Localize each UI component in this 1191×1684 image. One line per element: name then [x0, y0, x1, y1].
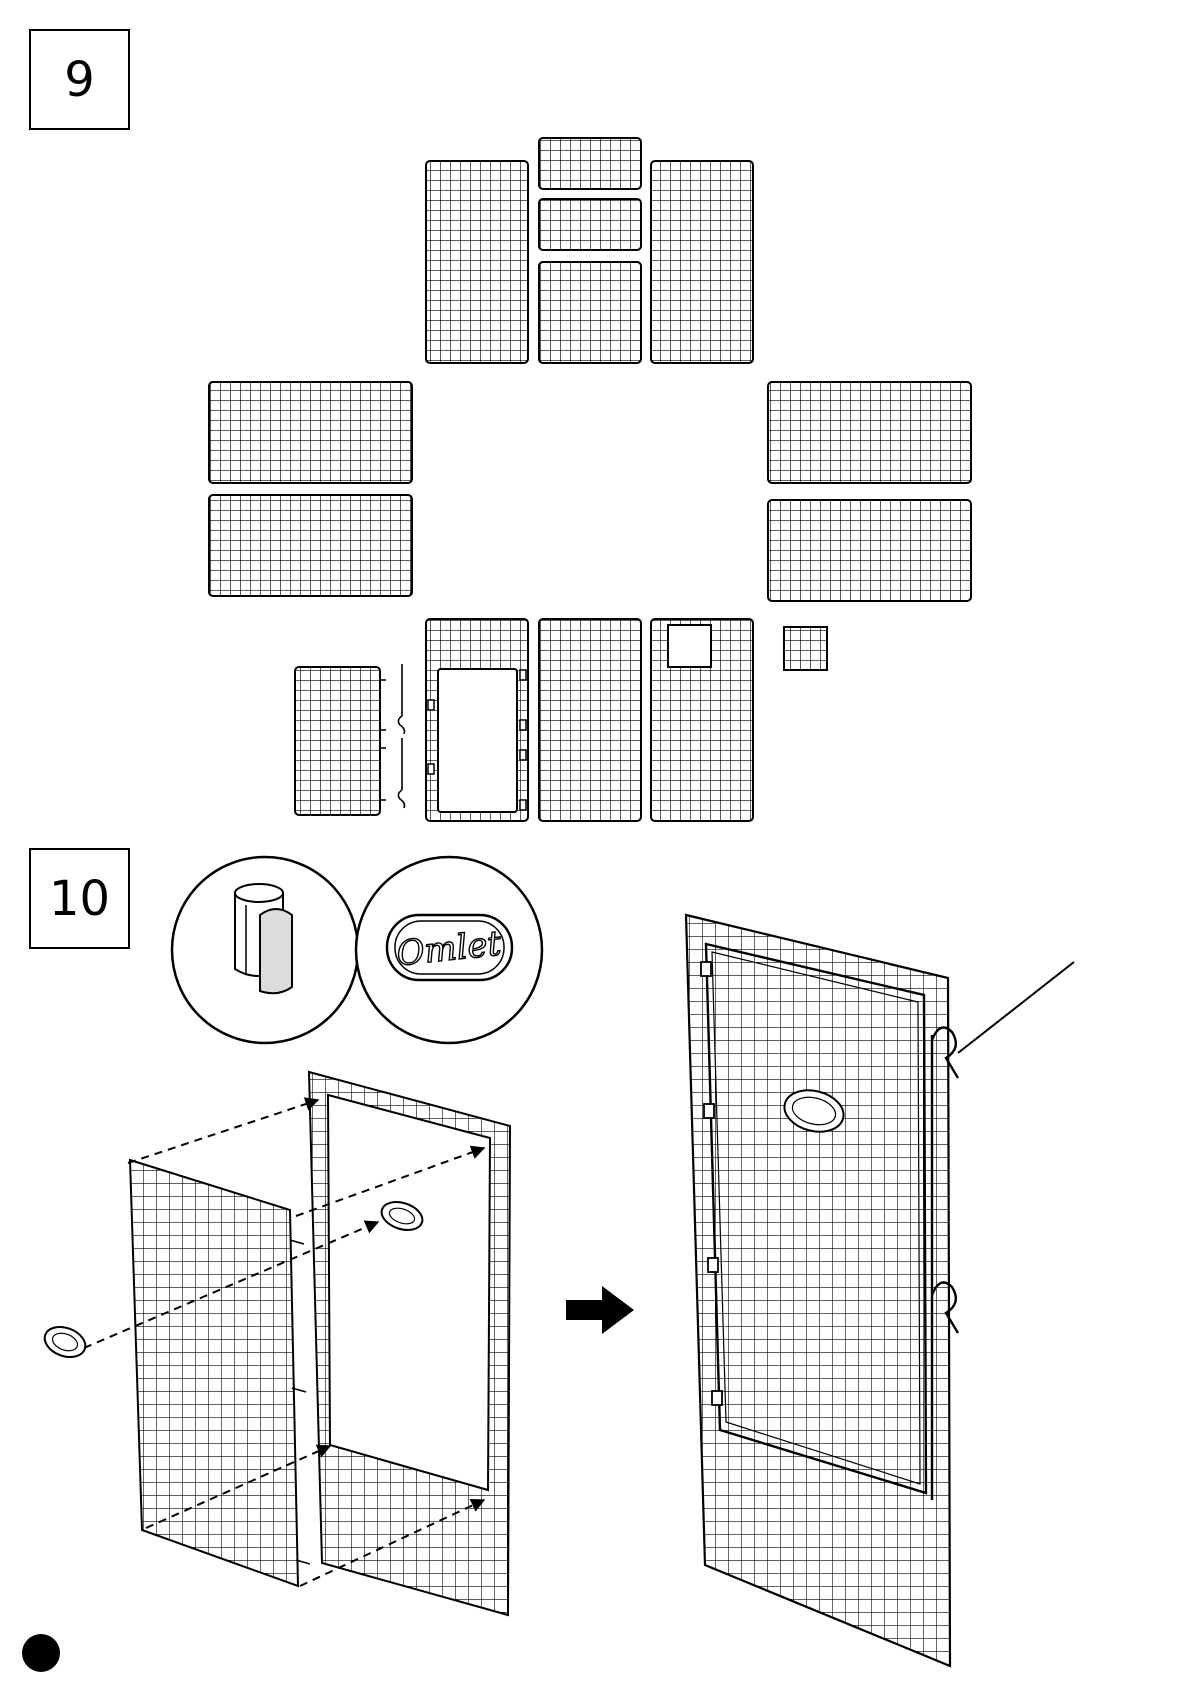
mesh-panel-left-lower	[209, 495, 412, 596]
assembled-door-panel	[686, 915, 1074, 1666]
mesh-panel-top-right	[651, 161, 753, 363]
door-panel-perspective	[130, 1160, 310, 1586]
right-arrow-icon	[566, 1286, 634, 1334]
step-9-panel-layout	[209, 138, 971, 821]
mesh-panel-top-strip-2	[539, 199, 641, 250]
frame-panel-perspective	[309, 1072, 510, 1615]
omlet-logo-badge: Omlet	[387, 915, 512, 980]
mesh-panel-right-lower	[768, 500, 971, 601]
step-10-detail-callouts: Omlet	[172, 857, 542, 1043]
doorway-opening	[438, 669, 517, 812]
page-marker-dot	[22, 1634, 60, 1672]
mesh-panel-left-upper	[209, 382, 412, 483]
mesh-panel-bottom-center	[539, 619, 641, 821]
door-hooks	[398, 664, 404, 808]
step-10-exploded-view	[40, 1072, 510, 1615]
mesh-panel-right-upper	[768, 382, 971, 483]
hatch-opening	[668, 625, 711, 667]
small-mesh-square	[784, 627, 827, 670]
mesh-door-panel	[295, 667, 380, 815]
mesh-panel-top-strip-1	[539, 138, 641, 189]
mesh-panel-top-left	[426, 161, 528, 363]
callout-leader-line	[958, 962, 1074, 1053]
small-logo-badge-front	[40, 1322, 89, 1363]
mesh-panel-top-center	[539, 262, 641, 363]
